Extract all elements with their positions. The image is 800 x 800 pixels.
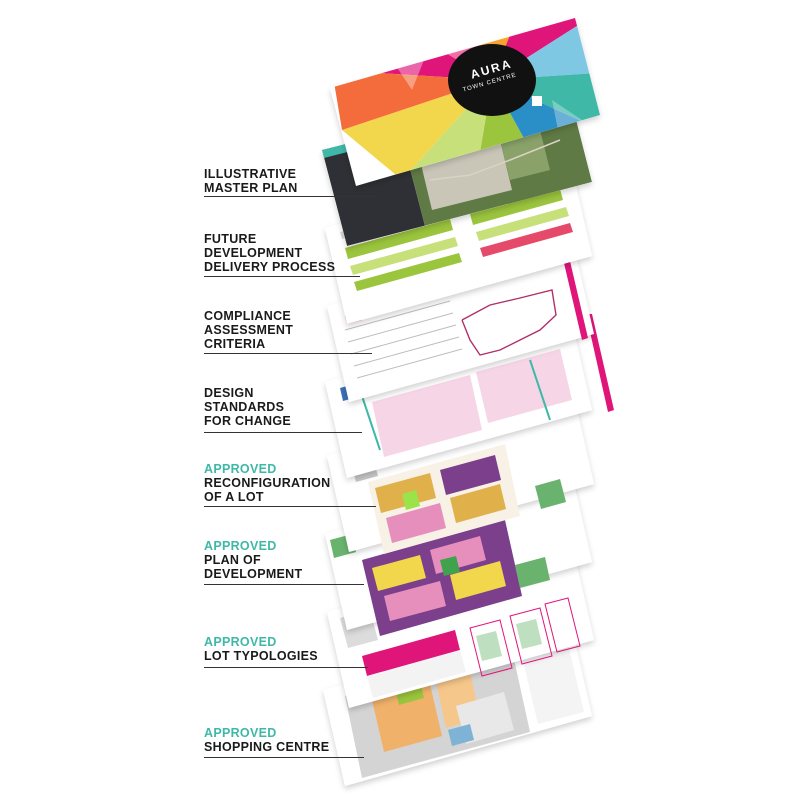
approved-tag: APPROVED bbox=[204, 635, 277, 649]
label-line: STANDARDS bbox=[204, 400, 285, 414]
leader-line bbox=[204, 353, 372, 354]
layer-label-future-development: FUTURE DEVELOPMENT DELIVERY PROCESS bbox=[204, 232, 335, 274]
leader-line bbox=[204, 196, 376, 197]
label-line: ILLUSTRATIVE bbox=[204, 167, 297, 181]
label-line: MASTER PLAN bbox=[204, 181, 298, 195]
leader-line bbox=[204, 432, 362, 433]
layer-label-compliance-assessment: COMPLIANCE ASSESSMENT CRITERIA bbox=[204, 309, 293, 351]
label-line: CRITERIA bbox=[204, 337, 266, 351]
label-line: DELIVERY PROCESS bbox=[204, 260, 336, 274]
label-line: DEVELOPMENT bbox=[204, 246, 303, 260]
approved-tag: APPROVED bbox=[204, 539, 277, 553]
label-line: ASSESSMENT bbox=[204, 323, 294, 337]
label-line: FUTURE bbox=[204, 232, 257, 246]
label-line: DESIGN bbox=[204, 386, 254, 400]
approved-tag: APPROVED bbox=[204, 726, 277, 740]
leader-line bbox=[204, 757, 364, 758]
sheet-reconfiguration-of-a-lot bbox=[327, 388, 594, 554]
leader-line bbox=[204, 506, 376, 507]
label-line: SHOPPING CENTRE bbox=[204, 740, 330, 754]
leader-line bbox=[204, 584, 364, 585]
label-line: PLAN OF bbox=[204, 553, 261, 567]
layer-label-reconfiguration: APPROVED RECONFIGURATION OF A LOT bbox=[204, 462, 331, 504]
label-line: RECONFIGURATION bbox=[204, 476, 331, 490]
label-line: LOT TYPOLOGIES bbox=[204, 649, 318, 663]
label-line: OF A LOT bbox=[204, 490, 264, 504]
layer-label-illustrative-master-plan: ILLUSTRATIVE MASTER PLAN bbox=[204, 167, 298, 195]
sheet-design-standards bbox=[325, 314, 614, 478]
sheet-plan-of-development bbox=[325, 466, 592, 636]
label-line: FOR CHANGE bbox=[204, 414, 292, 428]
layer-label-lot-typologies: APPROVED LOT TYPOLOGIES bbox=[204, 635, 318, 663]
layer-label-shopping-centre: APPROVED SHOPPING CENTRE bbox=[204, 726, 329, 754]
layer-label-plan-of-development: APPROVED PLAN OF DEVELOPMENT bbox=[204, 539, 302, 581]
leader-line bbox=[204, 667, 368, 668]
sheet-shopping-centre bbox=[323, 620, 592, 786]
label-line: DEVELOPMENT bbox=[204, 567, 303, 581]
approved-tag: APPROVED bbox=[204, 462, 277, 476]
leader-line bbox=[204, 276, 360, 277]
layer-label-design-standards: DESIGN STANDARDS FOR CHANGE bbox=[204, 386, 291, 428]
label-line: COMPLIANCE bbox=[204, 309, 292, 323]
